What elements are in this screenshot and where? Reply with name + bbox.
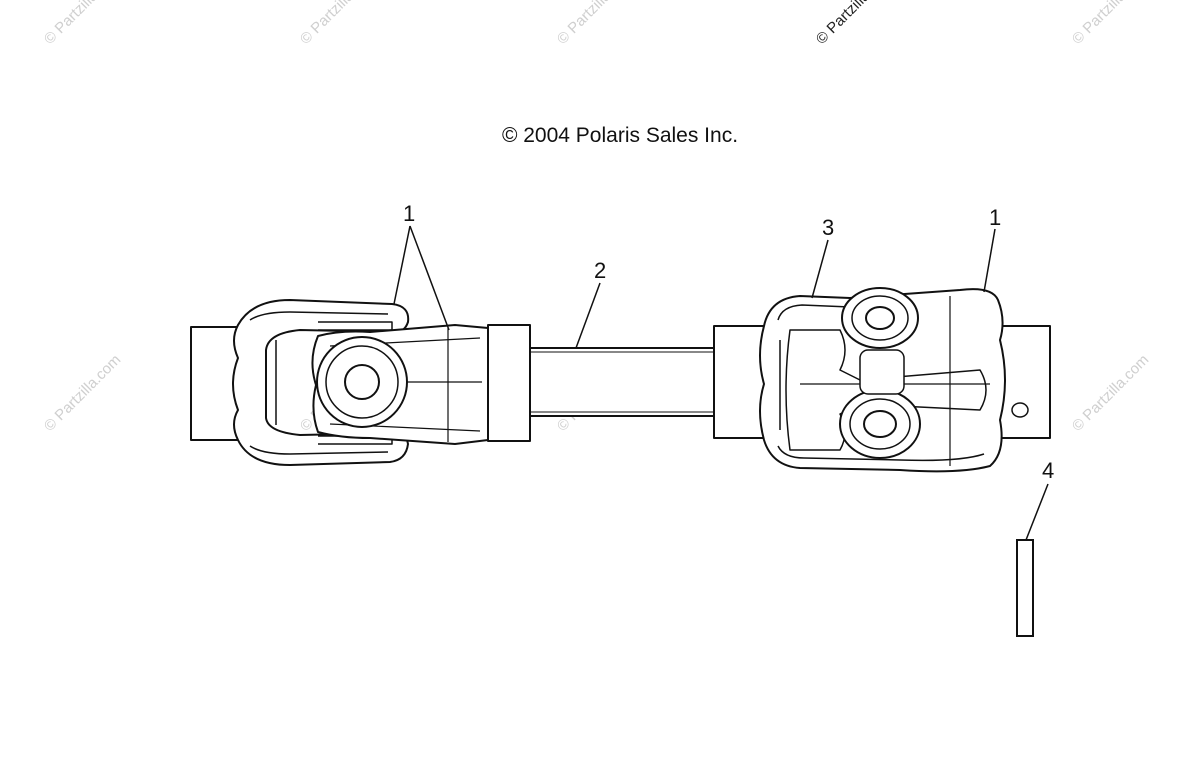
watermark: © Partzilla.com <box>554 0 637 48</box>
callout-1-right: 1 <box>989 205 1001 230</box>
callout-2: 2 <box>594 258 606 283</box>
callout-4: 4 <box>1042 458 1054 483</box>
watermark: © Partzilla.com <box>813 0 896 48</box>
leader-lines <box>393 225 1049 541</box>
watermark: © Partzilla.com <box>41 351 124 434</box>
watermark: © Partzilla.com <box>297 0 380 48</box>
roll-pin[interactable] <box>1016 539 1034 637</box>
watermark: © Partzilla.com <box>1069 351 1152 434</box>
callout-3: 3 <box>822 215 834 240</box>
shaft-tube[interactable] <box>527 347 719 417</box>
callout-1-left: 1 <box>403 201 415 226</box>
right-universal-joint[interactable] <box>713 287 1051 473</box>
watermark: © Partzilla.com <box>41 0 124 48</box>
copyright-notice: © 2004 Polaris Sales Inc. <box>501 124 739 147</box>
left-universal-joint[interactable] <box>190 299 531 466</box>
watermark: © Partzilla.com <box>1069 0 1152 48</box>
